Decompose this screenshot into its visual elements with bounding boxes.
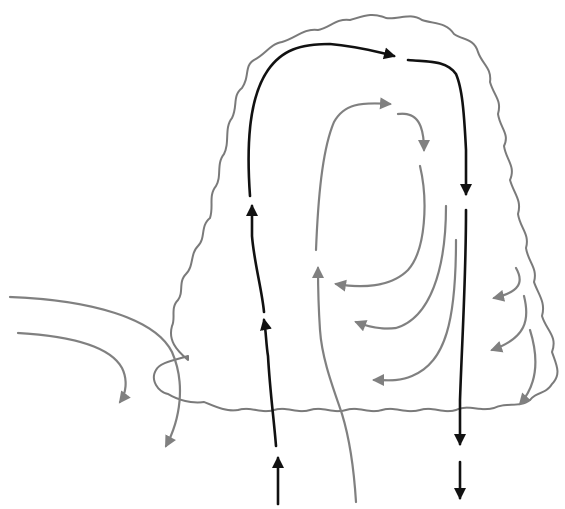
- edge-outflow-3: [518, 328, 537, 406]
- main-downdraft: [454, 208, 468, 446]
- cloud-outline: [152, 13, 559, 413]
- inner-loop-top: [314, 97, 392, 252]
- main-top-right: [406, 58, 472, 196]
- inner-loop-top-right: [396, 112, 430, 152]
- edge-outflow-2: [490, 294, 528, 353]
- main-updraft-middle: [260, 318, 278, 448]
- main-updraft-upper: [246, 204, 266, 314]
- inner-loop-return-1: [334, 164, 426, 292]
- inner-loop-return-2: [354, 204, 448, 332]
- edge-outflow-1: [492, 266, 521, 302]
- inner-loop-return-3: [372, 238, 458, 387]
- inflow-stream-upper: [8, 295, 182, 448]
- inflow-stream-lower: [16, 331, 131, 404]
- main-top-arc: [247, 42, 396, 198]
- inner-loop-updraft: [312, 266, 358, 504]
